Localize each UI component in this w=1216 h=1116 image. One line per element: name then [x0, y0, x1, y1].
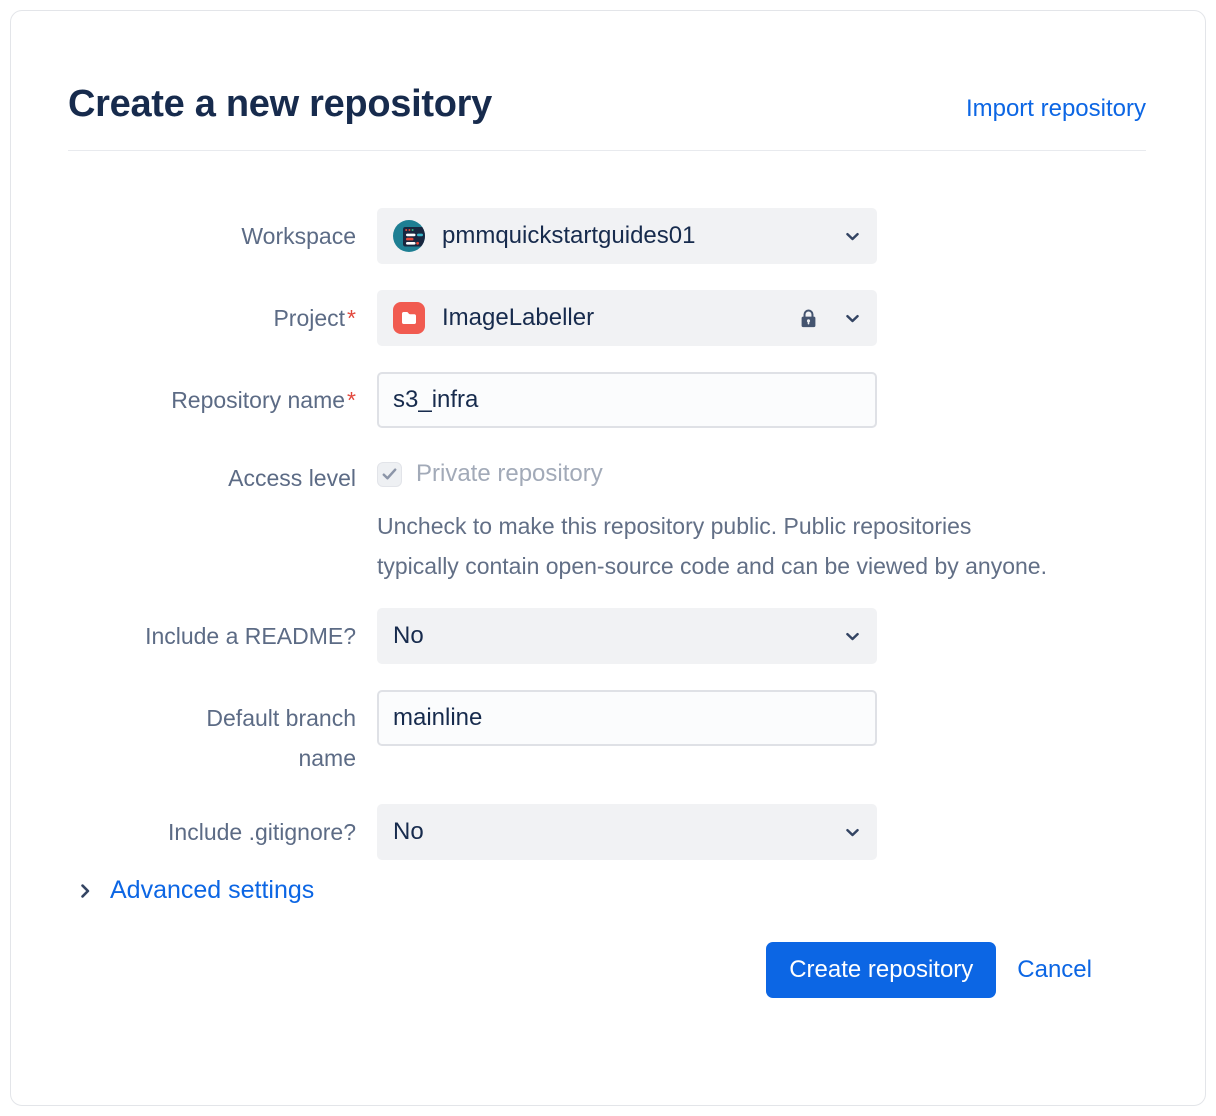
access-level-label: Access level — [228, 465, 356, 491]
project-select[interactable]: ImageLabeller — [377, 290, 877, 346]
required-asterisk: * — [347, 387, 356, 413]
private-repository-checkbox[interactable] — [377, 461, 402, 487]
include-gitignore-select[interactable]: No — [377, 804, 877, 860]
project-row: Project* ImageLabeller — [68, 290, 1146, 346]
private-repository-label: Private repository — [416, 460, 603, 487]
repository-name-label: Repository name* — [171, 387, 356, 413]
default-branch-row: Default branch name — [68, 690, 1146, 778]
include-gitignore-row: Include .gitignore? No — [68, 804, 1146, 860]
access-level-help-text: Uncheck to make this repository public. … — [377, 513, 1047, 579]
header-divider — [68, 150, 1146, 151]
chevron-down-icon — [844, 628, 861, 645]
include-readme-row: Include a README? No — [68, 608, 1146, 664]
access-level-row: Access level Private repository Uncheck … — [68, 454, 1146, 586]
repository-name-input[interactable] — [377, 372, 877, 428]
include-gitignore-label: Include .gitignore? — [168, 819, 356, 845]
workspace-label: Workspace — [241, 223, 356, 249]
workspace-value: pmmquickstartguides01 — [442, 222, 696, 249]
include-readme-value: No — [393, 622, 424, 649]
advanced-settings-label: Advanced settings — [110, 876, 315, 904]
create-repository-dialog: Create a new repository Import repositor… — [10, 10, 1206, 1106]
page-title: Create a new repository — [68, 83, 492, 125]
workspace-select[interactable]: pmmquickstartguides01 — [377, 208, 877, 264]
import-repository-link[interactable]: Import repository — [965, 95, 1146, 122]
default-branch-input[interactable] — [377, 690, 877, 746]
include-readme-label: Include a README? — [145, 623, 356, 649]
cancel-button[interactable]: Cancel — [1017, 956, 1092, 983]
lock-icon — [797, 307, 820, 330]
include-gitignore-value: No — [393, 818, 424, 845]
repository-name-row: Repository name* — [68, 372, 1146, 428]
chevron-right-icon — [76, 882, 94, 900]
required-asterisk: * — [347, 305, 356, 331]
project-value: ImageLabeller — [442, 304, 595, 331]
include-readme-select[interactable]: No — [377, 608, 877, 664]
folder-icon — [393, 302, 425, 334]
dialog-header: Create a new repository Import repositor… — [68, 83, 1146, 126]
create-repository-form: Workspace — [68, 208, 1146, 905]
chevron-down-icon — [844, 824, 861, 841]
project-label: Project* — [273, 305, 356, 331]
create-repository-button[interactable]: Create repository — [766, 942, 997, 998]
dialog-footer: Create repository Cancel — [68, 942, 1146, 998]
advanced-settings-toggle[interactable]: Advanced settings — [76, 876, 314, 905]
chevron-down-icon — [844, 228, 861, 245]
default-branch-label: Default branch name — [206, 705, 356, 771]
workspace-row: Workspace — [68, 208, 1146, 264]
chevron-down-icon — [844, 310, 861, 327]
workspace-avatar-icon — [393, 220, 425, 252]
